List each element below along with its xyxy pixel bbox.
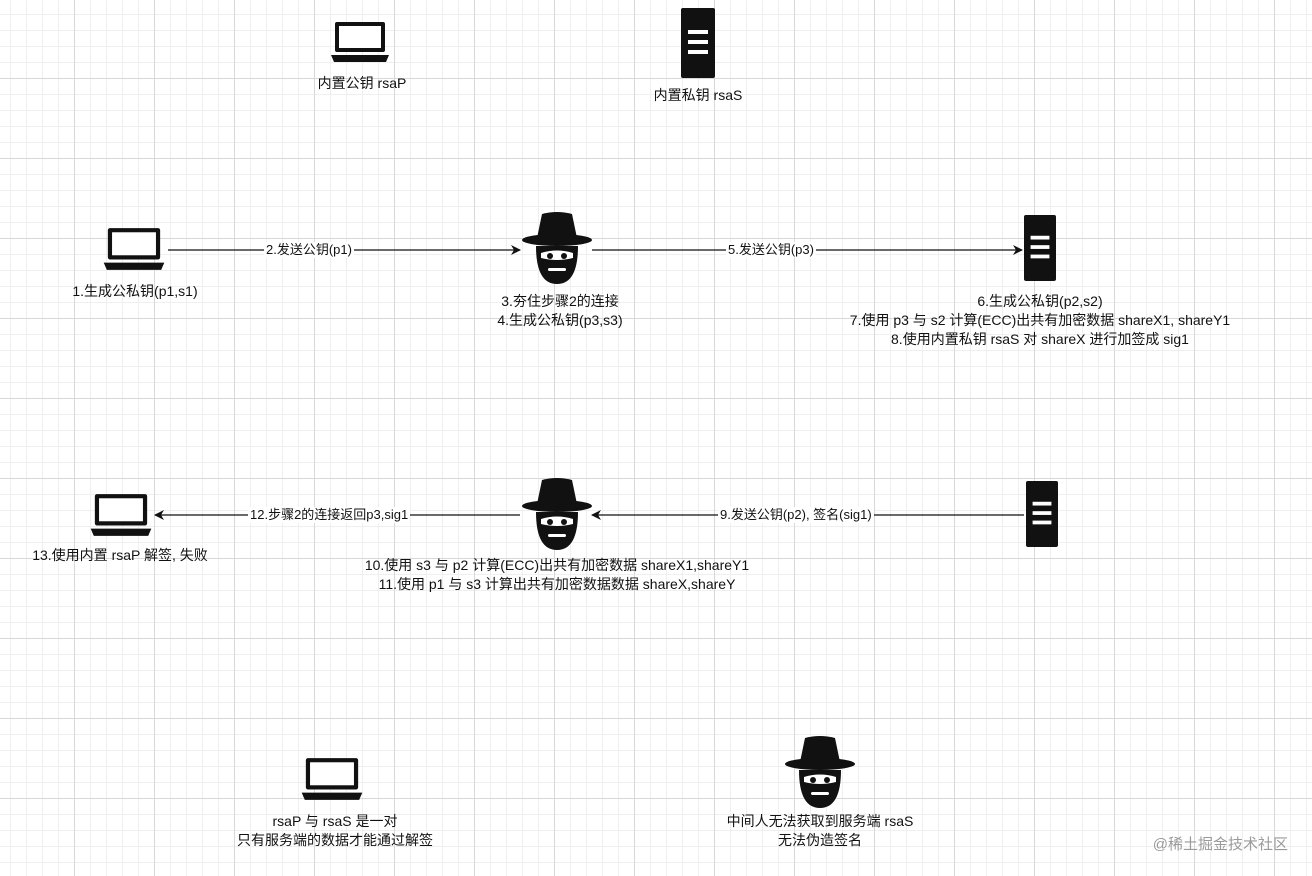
note-left-line-2: 只有服务端的数据才能通过解签 — [237, 832, 433, 848]
note-left-line-1: rsaP 与 rsaS 是一对 — [272, 813, 398, 829]
server-icon — [1026, 481, 1058, 547]
mitm-row2-label: 10.使用 s3 与 p2 计算(ECC)出共有加密数据 shareX1,sha… — [312, 556, 802, 594]
edge-label-send-p1: 2.发送公钥(p1) — [264, 242, 354, 258]
watermark: @稀土掘金技术社区 — [1152, 836, 1288, 853]
server-step-8: 8.使用内置私钥 rsaS 对 shareX 进行加签成 sig1 — [891, 331, 1189, 347]
laptop-icon — [301, 758, 363, 800]
laptop-icon — [90, 494, 152, 536]
note-right-line-1: 中间人无法获取到服务端 rsaS — [726, 813, 914, 829]
mitm-step-11: 11.使用 p1 与 s3 计算出共有加密数据数据 shareX,shareY — [378, 576, 736, 592]
hacker-icon — [522, 212, 592, 284]
hacker-icon — [785, 736, 855, 808]
server-step-7: 7.使用 p3 与 s2 计算(ECC)出共有加密数据 shareX1, sha… — [849, 312, 1231, 328]
client-row1-label: 1.生成公私钥(p1,s1) — [72, 283, 198, 299]
server-legend-label: 内置私钥 rsaS — [653, 87, 743, 103]
note-left: rsaP 与 rsaS 是一对 只有服务端的数据才能通过解签 — [200, 812, 470, 850]
edge-label-return-p3-sig1: 12.步骤2的连接返回p3,sig1 — [248, 507, 411, 523]
mitm-step-10: 10.使用 s3 与 p2 计算(ECC)出共有加密数据 shareX1,sha… — [364, 557, 750, 573]
note-right: 中间人无法获取到服务端 rsaS 无法伪造签名 — [690, 812, 950, 850]
laptop-icon — [331, 22, 389, 62]
mitm-row1-label: 3.夯住步骤2的连接 4.生成公私钥(p3,s3) — [420, 292, 700, 330]
laptop-icon — [103, 228, 165, 270]
server-icon — [1024, 215, 1056, 281]
hacker-icon — [522, 478, 592, 550]
edge-label-send-p2-sig1: 9.发送公钥(p2), 签名(sig1) — [718, 507, 874, 523]
mitm-step-3: 3.夯住步骤2的连接 — [501, 293, 619, 309]
edge-label-send-p3: 5.发送公钥(p3) — [726, 242, 816, 258]
client-legend-label: 内置公钥 rsaP — [317, 75, 407, 91]
server-row1-label: 6.生成公私钥(p2,s2) 7.使用 p3 与 s2 计算(ECC)出共有加密… — [800, 292, 1280, 349]
server-icon — [681, 8, 715, 78]
note-right-line-2: 无法伪造签名 — [778, 832, 862, 848]
mitm-step-4: 4.生成公私钥(p3,s3) — [497, 312, 623, 328]
server-step-6: 6.生成公私钥(p2,s2) — [977, 293, 1103, 309]
client-row2-label: 13.使用内置 rsaP 解签, 失败 — [32, 547, 208, 563]
